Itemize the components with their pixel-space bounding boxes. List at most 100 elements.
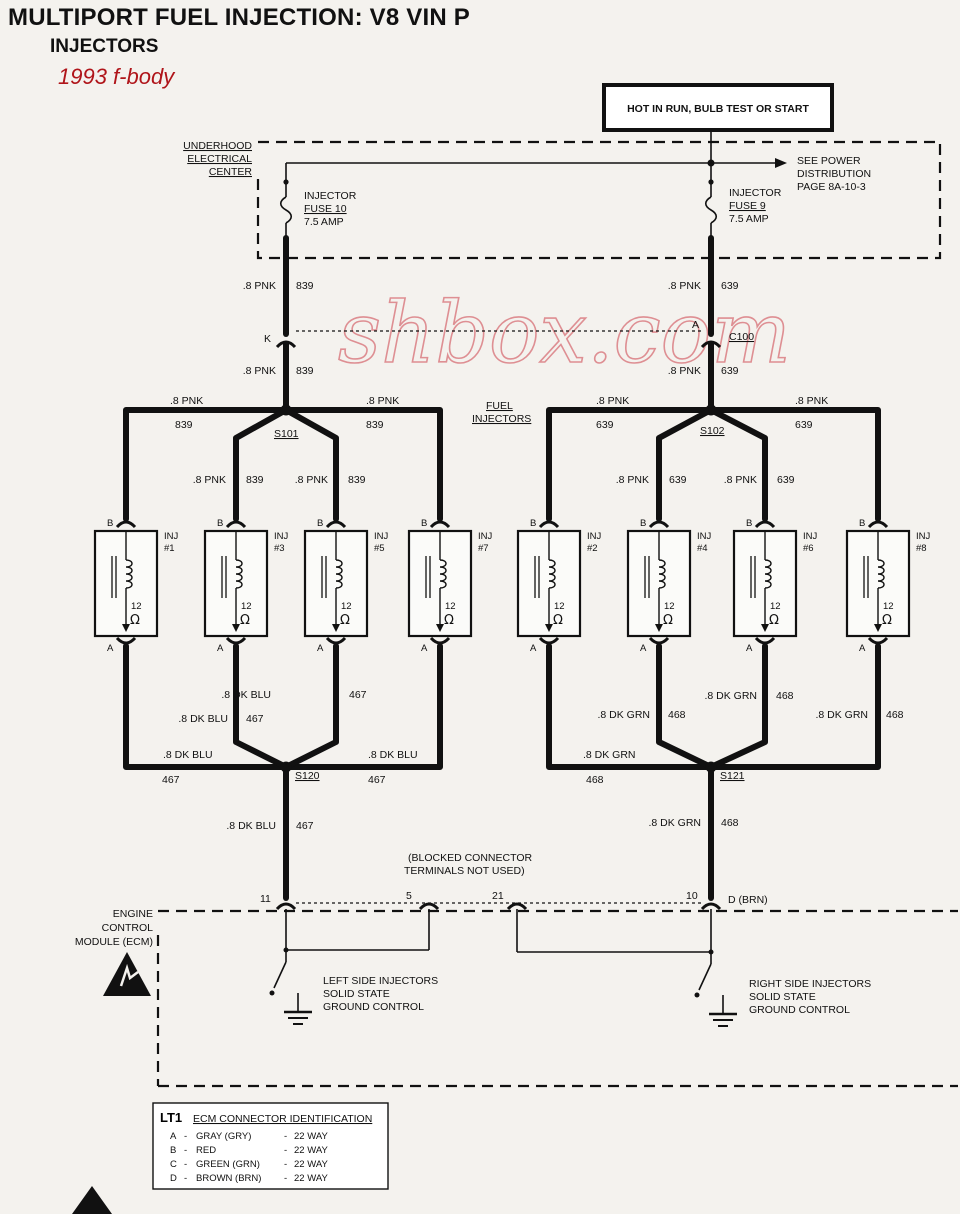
injector-inj-label: INJ — [274, 531, 289, 542]
injector-resistance: 12 — [241, 601, 252, 612]
wire-label-blu-l1: .8 DK BLU — [221, 689, 271, 701]
right-ground-label-1: RIGHT SIDE INJECTORS — [749, 978, 871, 990]
ecm-label-3: MODULE (ECM) — [75, 936, 153, 948]
connector-pin-a: A — [692, 319, 699, 331]
see-power-3: PAGE 8A-10-3 — [797, 181, 866, 193]
injector-pin-a: A — [859, 643, 866, 654]
wire-label-468-r5: 468 — [721, 817, 739, 829]
injector-group: 12ΩBAINJ#112ΩBAINJ#312ΩBAINJ#512ΩBAINJ#7… — [93, 518, 931, 654]
wire-label-639-u8: 639 — [777, 474, 795, 486]
wire-label-467-l2: 467 — [246, 713, 264, 725]
splice-s121-label: S121 — [720, 770, 745, 782]
injector-resistance: 12 — [554, 601, 565, 612]
injector-number: #1 — [164, 543, 175, 554]
esd-warning-icon — [103, 952, 151, 996]
injector-pin-b: B — [530, 518, 536, 529]
injector-number: #2 — [587, 543, 598, 554]
wire-label-pnk-u3: .8 PNK — [193, 474, 226, 486]
ohm-symbol: Ω — [130, 613, 140, 628]
legend-letter: D — [170, 1173, 177, 1184]
injector-5: 12Ω B A INJ#2 — [516, 518, 602, 654]
coil-icon — [548, 559, 556, 589]
injector-inj-label: INJ — [916, 531, 931, 542]
ecm-pin-11: 11 — [260, 893, 271, 905]
wire-label-639-r2: 639 — [721, 365, 739, 377]
ohm-symbol: Ω — [663, 613, 673, 628]
fuse-10-label-1: INJECTOR — [304, 190, 357, 202]
ecm-pin-10: 10 — [686, 890, 698, 902]
right-switch — [698, 963, 712, 991]
page-title: MULTIPORT FUEL INJECTION: V8 VIN P — [8, 4, 470, 31]
injector-pin-a: A — [746, 643, 753, 654]
legend-letter: A — [170, 1131, 177, 1142]
wire-label-839-u2: 839 — [366, 419, 384, 431]
ecm-label-2: CONTROL — [102, 922, 153, 934]
wire-label-467-l3: 467 — [162, 774, 180, 786]
injector-pin-a: A — [530, 643, 537, 654]
injector-pin-b: B — [317, 518, 323, 529]
injector-inj-label: INJ — [374, 531, 389, 542]
wire-label-blu-l2: .8 DK BLU — [178, 713, 228, 725]
wire-label-468-r3: 468 — [886, 709, 904, 721]
left-ground-label-2: SOLID STATE — [323, 988, 390, 1000]
legend-color: BROWN (BRN) — [196, 1173, 261, 1184]
legend-way: 22 WAY — [294, 1131, 328, 1142]
wire-label-pnk-r1: .8 PNK — [668, 280, 701, 292]
wire-label-pnk-l1: .8 PNK — [243, 280, 276, 292]
injector-resistance: 12 — [131, 601, 142, 612]
injector-pin-b: B — [746, 518, 752, 529]
ohm-symbol: Ω — [553, 613, 563, 628]
wire-label-pnk-r2: .8 PNK — [668, 365, 701, 377]
coil-icon — [335, 559, 343, 589]
injector-resistance: 12 — [445, 601, 456, 612]
injector-number: #3 — [274, 543, 285, 554]
wire-label-pnk-u7: .8 PNK — [616, 474, 649, 486]
vehicle-note: 1993 f-body — [58, 64, 175, 89]
page-subtitle: INJECTORS — [50, 36, 159, 57]
fuse-9-label-3: 7.5 AMP — [729, 213, 769, 225]
see-power-1: SEE POWER — [797, 155, 861, 167]
injector-pin-a: A — [317, 643, 324, 654]
injector-pin-a: A — [421, 643, 428, 654]
coil-icon — [125, 559, 133, 589]
fuse-10-symbol — [279, 196, 293, 224]
injector-number: #4 — [697, 543, 708, 554]
uec-label-2: ELECTRICAL — [187, 153, 252, 165]
wire-label-grn-r1: .8 DK GRN — [704, 690, 757, 702]
left-ground-label-3: GROUND CONTROL — [323, 1001, 424, 1013]
wire-label-pnk-u2: .8 PNK — [366, 395, 399, 407]
legend-way: 22 WAY — [294, 1145, 328, 1156]
injector-pin-b: B — [640, 518, 646, 529]
ecm-label-1: ENGINE — [113, 908, 153, 920]
injector-resistance: 12 — [883, 601, 894, 612]
right-ground-label-2: SOLID STATE — [749, 991, 816, 1003]
fuse-9-label-1: INJECTOR — [729, 187, 782, 199]
ecm-connector-legend — [152, 1102, 389, 1190]
legend-letter: C — [170, 1159, 177, 1170]
wire-label-grn-r5: .8 DK GRN — [648, 817, 701, 829]
right-ground-label-3: GROUND CONTROL — [749, 1004, 850, 1016]
left-ground-label-1: LEFT SIDE INJECTORS — [323, 975, 438, 987]
splice-s120-label: S120 — [295, 770, 320, 782]
injector-inj-label: INJ — [587, 531, 602, 542]
wire-label-839-l1: 839 — [296, 280, 314, 292]
injector-number: #6 — [803, 543, 814, 554]
injector-number: #5 — [374, 543, 385, 554]
injector-pin-a: A — [640, 643, 647, 654]
fuse-10-label-3: 7.5 AMP — [304, 216, 344, 228]
injector-inj-label: INJ — [803, 531, 818, 542]
wire-label-grn-r2: .8 DK GRN — [597, 709, 650, 721]
fuel-injectors-label-1: FUEL — [486, 400, 513, 412]
see-power-2: DISTRIBUTION — [797, 168, 871, 180]
legend-title: ECM CONNECTOR IDENTIFICATION — [193, 1113, 372, 1125]
wire-label-pnk-l2: .8 PNK — [243, 365, 276, 377]
legend-dash: - — [184, 1131, 187, 1142]
wire-label-467-l1: 467 — [349, 689, 367, 701]
legend-prefix: LT1 — [160, 1110, 182, 1125]
wire-label-pnk-u8: .8 PNK — [724, 474, 757, 486]
